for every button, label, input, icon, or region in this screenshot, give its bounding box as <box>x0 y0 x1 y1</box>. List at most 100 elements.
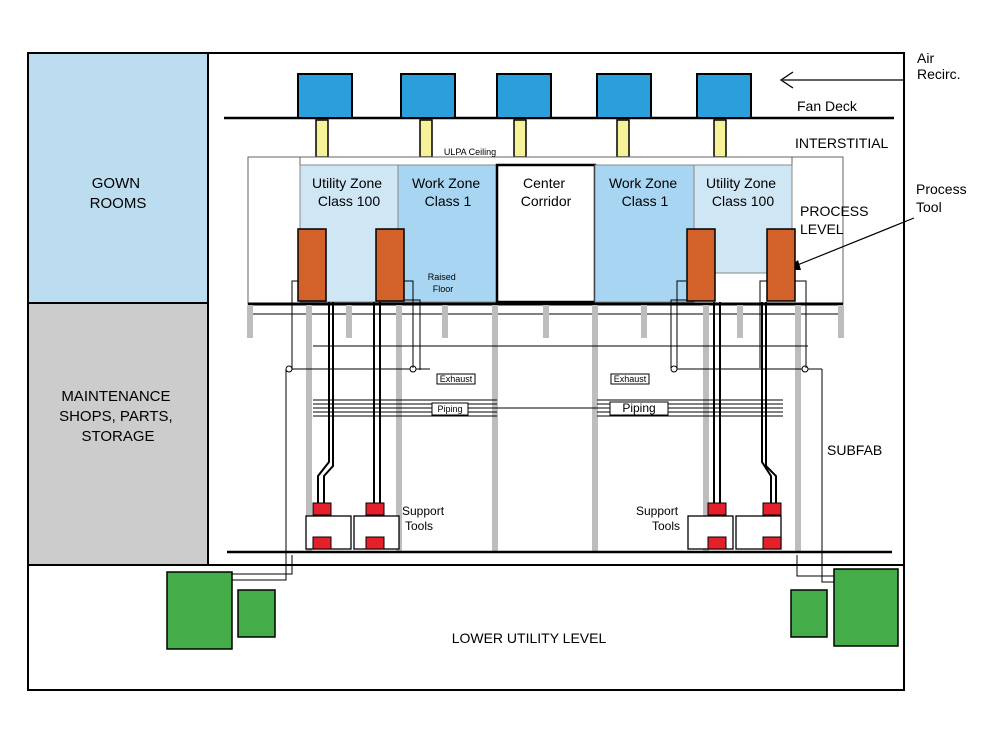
center-corridor <box>495 163 597 304</box>
fan-unit <box>400 73 456 119</box>
subfab-label: SUBFAB <box>827 442 882 458</box>
air-recirc-label-2: Recirc. <box>917 66 961 82</box>
process-level-label-2: LEVEL <box>800 221 844 237</box>
support-tools-label-3: Support <box>636 504 679 518</box>
ulpa-filter <box>616 119 630 158</box>
zone-label: Work Zone <box>412 175 480 191</box>
fan-unit <box>596 73 652 119</box>
structural-column <box>492 305 498 551</box>
svg-text:PROCESS LEVEL: PROCESS LEVEL <box>800 203 872 237</box>
support-column <box>543 305 549 338</box>
structural-column <box>592 305 598 551</box>
svg-text:Center Corridor: Center Corridor <box>521 175 572 209</box>
process-tool <box>297 228 327 302</box>
zone-label: Center <box>523 175 565 191</box>
fan-unit <box>496 73 552 119</box>
svg-text:Utility Zone Class 100: Utility Zone Class 100 <box>706 175 780 209</box>
lower-utility-level-block <box>27 564 905 691</box>
work-zone-left <box>397 164 498 303</box>
lower-utility-lines <box>232 555 834 583</box>
exhaust-label-right: Exhaust <box>614 374 647 384</box>
zone-label: Work Zone <box>609 175 677 191</box>
zone-label: Utility Zone <box>312 175 382 191</box>
ulpa-filter <box>513 119 527 158</box>
fan-unit <box>696 73 752 119</box>
support-column <box>737 305 743 338</box>
svg-text:Support Tools: Support Tools <box>636 504 681 533</box>
support-tool-unit <box>365 536 385 550</box>
fan-deck-label: Fan Deck <box>797 98 858 114</box>
support-tools-label-2: Tools <box>405 519 433 533</box>
process-tool <box>375 228 405 302</box>
process-tool-label-1: Process <box>916 181 967 197</box>
piping-label-left: Piping <box>437 404 462 414</box>
utility-unit-small <box>790 589 828 638</box>
work-zone-right <box>594 164 695 303</box>
piping-lines <box>313 399 783 417</box>
structural-column <box>396 305 402 551</box>
ulpa-filter <box>419 119 433 158</box>
svg-text:MAINTENANCE SHOPS, PARTS,: MAINTENANCE SHOPS, PARTS, STORAGE <box>59 388 177 445</box>
maintenance-label-3: STORAGE <box>81 428 154 445</box>
support-tools-label-4: Tools <box>652 519 680 533</box>
support-column <box>442 305 448 338</box>
air-recirc-arrowhead <box>779 71 794 89</box>
zone-label: Utility Zone <box>706 175 776 191</box>
structural-column <box>306 305 312 551</box>
process-tool-pointer <box>789 217 915 269</box>
zone-label: Class 1 <box>425 193 472 209</box>
valve-icon <box>285 365 293 373</box>
support-tool-unit <box>312 536 332 550</box>
maintenance-label-1: MAINTENANCE <box>61 388 170 405</box>
support-column <box>346 305 352 338</box>
piping-label-box-left <box>431 402 469 416</box>
support-tool-unit <box>707 536 727 550</box>
process-tools <box>297 228 796 302</box>
zone-label: Class 100 <box>712 193 774 209</box>
ulpa-filter <box>713 119 727 158</box>
raised-floor-label-1: Raised <box>428 272 456 282</box>
valve-icon <box>670 365 678 373</box>
utility-unit-large <box>833 568 899 647</box>
process-tool-label-2: Tool <box>916 199 942 215</box>
gown-rooms-label-2: ROOMS <box>90 195 147 212</box>
floor-support-columns <box>247 305 844 551</box>
ulpa-filter <box>315 119 329 158</box>
raised-floor-label-2: Floor <box>433 284 454 294</box>
support-column <box>838 305 844 338</box>
svg-text:Process Tool: Process Tool <box>916 181 970 215</box>
process-level-label-1: PROCESS <box>800 203 868 219</box>
utility-unit-small <box>237 589 276 638</box>
fan-units <box>297 73 752 119</box>
support-column <box>247 305 253 338</box>
lower-utility-level-label: LOWER UTILITY LEVEL <box>452 630 607 646</box>
interstitial-label: INTERSTITIAL <box>795 135 889 151</box>
svg-text:Utility Zone Class 100: Utility Zone Class 100 <box>312 175 386 209</box>
process-tool <box>766 228 796 302</box>
support-tool-units <box>312 502 782 550</box>
support-tool-unit <box>707 502 727 516</box>
valve-icon <box>801 365 809 373</box>
fan-unit <box>297 73 353 119</box>
air-recirc-label-1: Air <box>917 50 934 66</box>
support-tool-unit <box>762 502 782 516</box>
maintenance-label-2: SHOPS, PARTS, <box>59 408 173 425</box>
process-tool <box>686 228 716 302</box>
support-tool-unit <box>312 502 332 516</box>
piping-label-right: Piping <box>622 401 655 415</box>
exhaust-label-box-right <box>610 373 650 385</box>
svg-text:Air Recirc.: Air Recirc. <box>917 50 961 82</box>
maintenance-block <box>27 302 209 566</box>
support-tools-label-1: Support <box>402 504 445 518</box>
svg-text:Work Zone Class 1: Work Zone Class 1 <box>609 175 681 209</box>
exhaust-label-left: Exhaust <box>440 374 473 384</box>
zone-label: Class 100 <box>318 193 380 209</box>
piping-label-box-right <box>609 401 669 416</box>
exhaust-label-box-left <box>436 373 476 385</box>
support-tool-unit <box>762 536 782 550</box>
utility-equipment <box>166 568 899 650</box>
ulpa-ceiling-label: ULPA Ceiling <box>444 147 496 157</box>
support-tool-box <box>735 515 782 550</box>
structural-column <box>703 305 709 551</box>
svg-text:Raised Floor: Raised Floor <box>428 272 459 294</box>
